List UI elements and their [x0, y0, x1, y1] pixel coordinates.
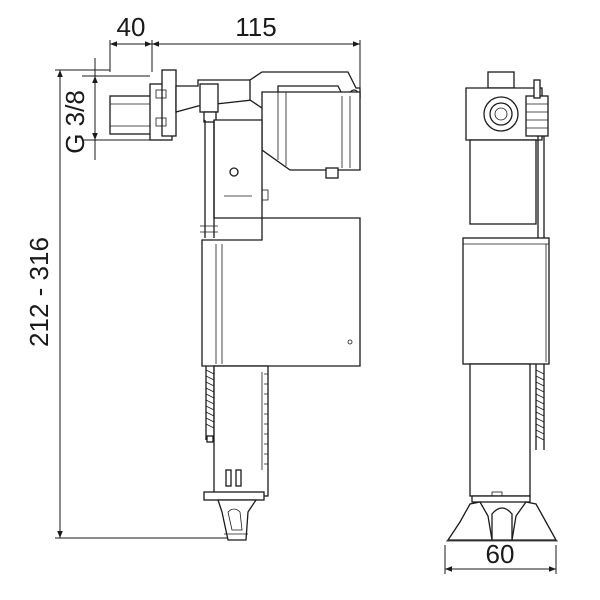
dimension-label-40: 40	[117, 12, 146, 42]
front-view	[109, 69, 361, 541]
dimension-label-115: 115	[235, 12, 276, 42]
dimension-label-height-range: 212 - 316	[24, 237, 54, 347]
dimension-label-thread: G 3/8	[60, 90, 90, 154]
dimension-label-60: 60	[486, 539, 515, 569]
side-view	[446, 71, 558, 542]
